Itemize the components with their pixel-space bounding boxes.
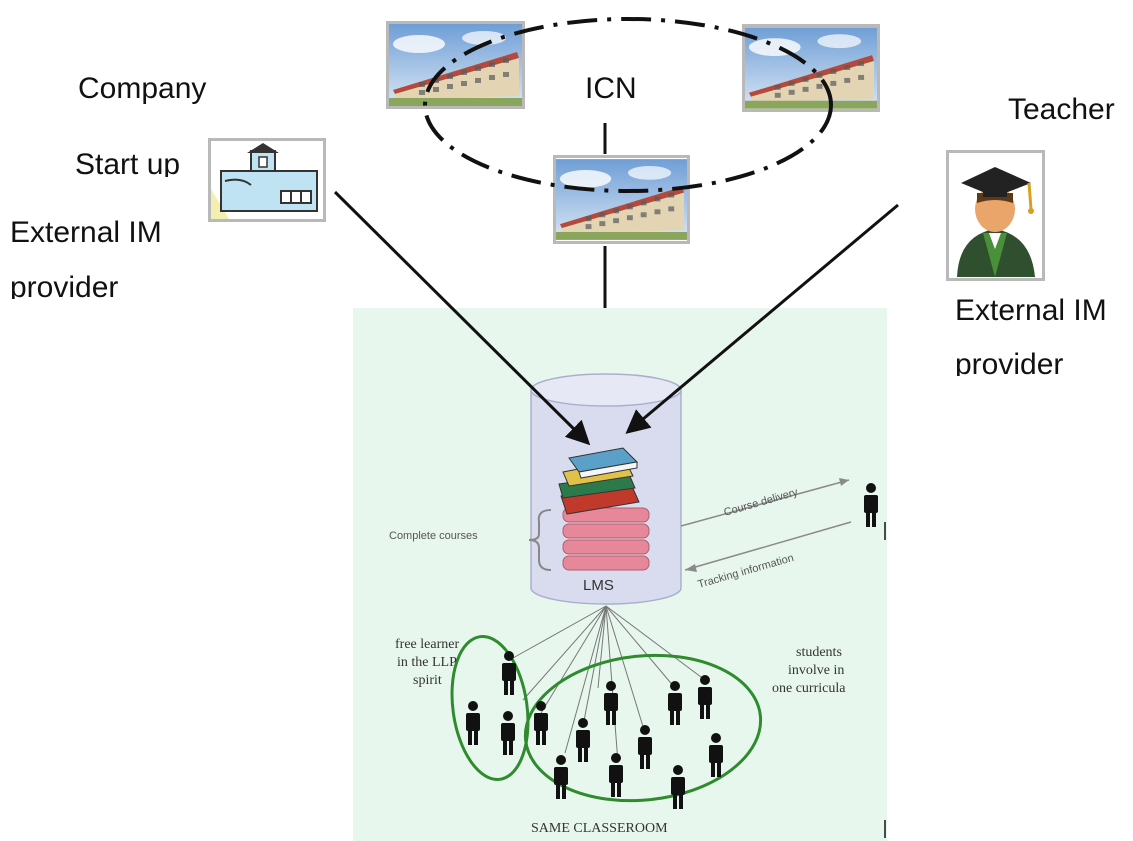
students-line3: one curricula	[772, 681, 846, 696]
external-provider-right-line2-text: provider	[955, 350, 1064, 376]
complete-courses-label: Complete courses	[389, 530, 478, 542]
icn-label: ICN	[585, 72, 637, 105]
factory-icon	[208, 138, 326, 222]
tracking-information-arrow	[684, 521, 852, 571]
books-icon	[558, 447, 640, 515]
icn-network-ellipse	[423, 17, 833, 193]
students-line2: involve in	[788, 663, 844, 678]
external-provider-right-line2: provider	[955, 350, 1063, 376]
external-provider-right-line1: External IM	[955, 294, 1107, 327]
lms-panel: LMS Complete courses Course delivery Tra…	[353, 308, 887, 841]
startup-text: Start up	[75, 150, 181, 177]
course-stack	[562, 507, 650, 571]
lms-diagram: LMS Complete courses Course delivery Tra…	[389, 373, 886, 838]
course-delivery-arrow	[680, 479, 850, 527]
teacher-label: Teacher	[1008, 93, 1115, 126]
free-learner-line2: in the LLP	[397, 655, 457, 670]
external-provider-left-line2: provider	[10, 273, 118, 299]
graduate-teacher-icon	[946, 150, 1045, 281]
external-provider-left-line1: External IM	[10, 216, 162, 249]
free-learner-group-ellipse	[450, 635, 530, 781]
company-label: Company	[78, 72, 207, 105]
students-group-ellipse	[523, 653, 763, 803]
lms-label: LMS	[583, 577, 614, 594]
same-classroom-label: SAME CLASSEROOM	[531, 821, 668, 836]
startup-label: Start up	[75, 150, 180, 177]
learners-person-icons	[466, 651, 723, 809]
tracking-information-label: Tracking information	[697, 552, 796, 591]
building-photo-right	[742, 24, 880, 112]
free-learner-line3: spirit	[413, 673, 442, 688]
free-learner-line1: free learner	[395, 637, 459, 652]
course-delivery-label: Course delivery	[723, 486, 800, 519]
students-line1: students	[796, 645, 842, 660]
remote-learner-person-icon	[864, 483, 878, 527]
complete-courses-brace	[528, 509, 552, 571]
external-provider-left-line2-text: provider	[10, 273, 119, 299]
